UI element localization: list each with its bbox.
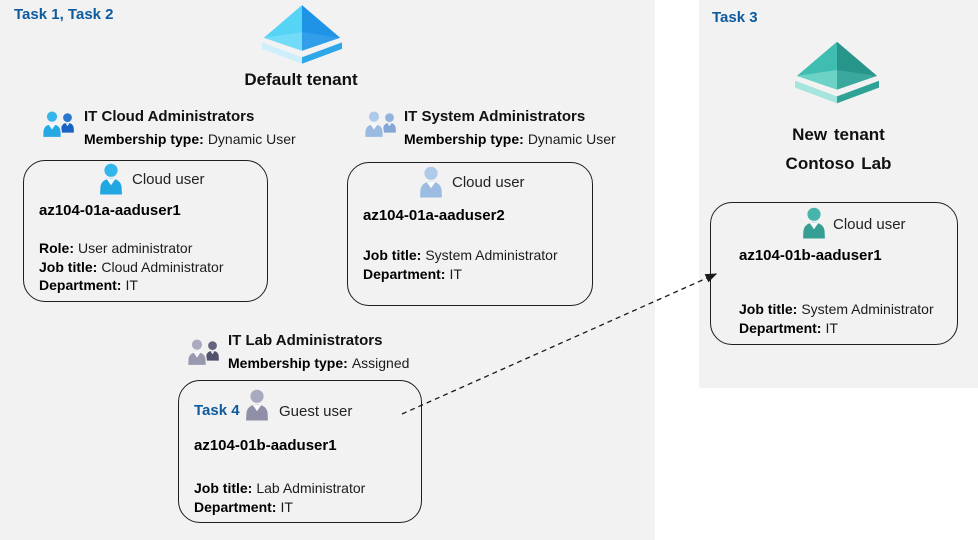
guest-user-icon-gray <box>242 388 272 424</box>
user-type-label: Cloud user <box>132 171 205 188</box>
user-card-aaduser1: Cloud user az104-01a-aaduser1 Role:User … <box>23 160 268 302</box>
default-tenant-title: Default tenant <box>244 70 358 89</box>
user-fields: Job title:System Administrator Departmen… <box>363 246 558 283</box>
task-3-label: Task 3 <box>712 9 758 26</box>
cloud-user-icon-blue <box>96 163 126 197</box>
membership-type-label: Membership type: <box>228 355 348 371</box>
new-tenant-line1: New tenant <box>792 125 885 144</box>
membership-type-value: Dynamic User <box>527 131 616 147</box>
field-department: Department:IT <box>739 319 838 336</box>
new-tenant-line2: Contoso Lab <box>785 154 892 173</box>
field-department: Department:IT <box>363 265 462 282</box>
field-job-title: Job title:System Administrator <box>363 247 558 263</box>
field-department: Department:IT <box>194 498 293 515</box>
user-card-aaduser2: Cloud user az104-01a-aaduser2 Job title:… <box>347 162 593 306</box>
new-tenant-title: New tenant Contoso Lab <box>699 120 978 178</box>
cloud-user-icon-pale-blue <box>416 166 446 200</box>
azure-ad-tenant-icon-teal <box>795 39 879 105</box>
group-name-lab-admins: IT Lab Administrators <box>228 332 383 349</box>
user-type-label: Guest user <box>279 403 353 420</box>
username: az104-01b-aaduser1 <box>739 247 882 264</box>
group-membership-lab-admins: Membership type:Assigned <box>228 355 409 371</box>
user-type-label: Cloud user <box>833 216 906 233</box>
group-membership-system-admins: Membership type:Dynamic User <box>404 131 616 147</box>
field-role: Role:User administrator <box>39 240 193 256</box>
field-job-title: Job title:Cloud Administrator <box>39 258 224 275</box>
task-4-label: Task 4 <box>194 402 240 419</box>
user-fields: Job title:System Administrator Departmen… <box>739 300 934 337</box>
cloud-user-icon-teal <box>799 205 829 243</box>
group-icon-cloud-admins <box>40 109 77 139</box>
membership-type-label: Membership type: <box>84 131 204 147</box>
group-name-system-admins: IT System Administrators <box>404 108 586 125</box>
guest-user-card-aaduser1b: Task 4 Guest user az104-01b-aaduser1 Job… <box>178 380 422 523</box>
membership-type-label: Membership type: <box>404 131 524 147</box>
username: az104-01a-aaduser2 <box>363 207 505 224</box>
user-card-aaduser1b-new-tenant: Cloud user az104-01b-aaduser1 Job title:… <box>710 202 958 345</box>
user-fields: Job title:Lab Administrator Department:I… <box>194 479 365 516</box>
group-icon-lab-admins <box>185 337 222 367</box>
azure-ad-tenant-icon-blue <box>262 3 342 65</box>
field-job-title: Job title:System Administrator <box>739 301 934 317</box>
user-fields: Role:User administrator Job title:Cloud … <box>39 239 224 295</box>
username: az104-01a-aaduser1 <box>39 202 181 219</box>
field-department: Department:IT <box>39 277 138 293</box>
group-membership-cloud-admins: Membership type:Dynamic User <box>84 131 296 147</box>
group-icon-system-admins <box>362 109 399 139</box>
new-tenant-panel: Task 3 New tenant Contoso Lab <box>699 0 978 388</box>
default-tenant-panel: Task 1, Task 2 Default tenant <box>0 0 655 540</box>
group-name-cloud-admins: IT Cloud Administrators <box>84 108 255 125</box>
user-type-label: Cloud user <box>452 174 525 191</box>
username: az104-01b-aaduser1 <box>194 437 337 454</box>
membership-type-value: Dynamic User <box>207 131 296 147</box>
field-job-title: Job title:Lab Administrator <box>194 480 366 496</box>
membership-type-value: Assigned <box>351 355 410 371</box>
task-1-2-label: Task 1, Task 2 <box>14 6 114 23</box>
